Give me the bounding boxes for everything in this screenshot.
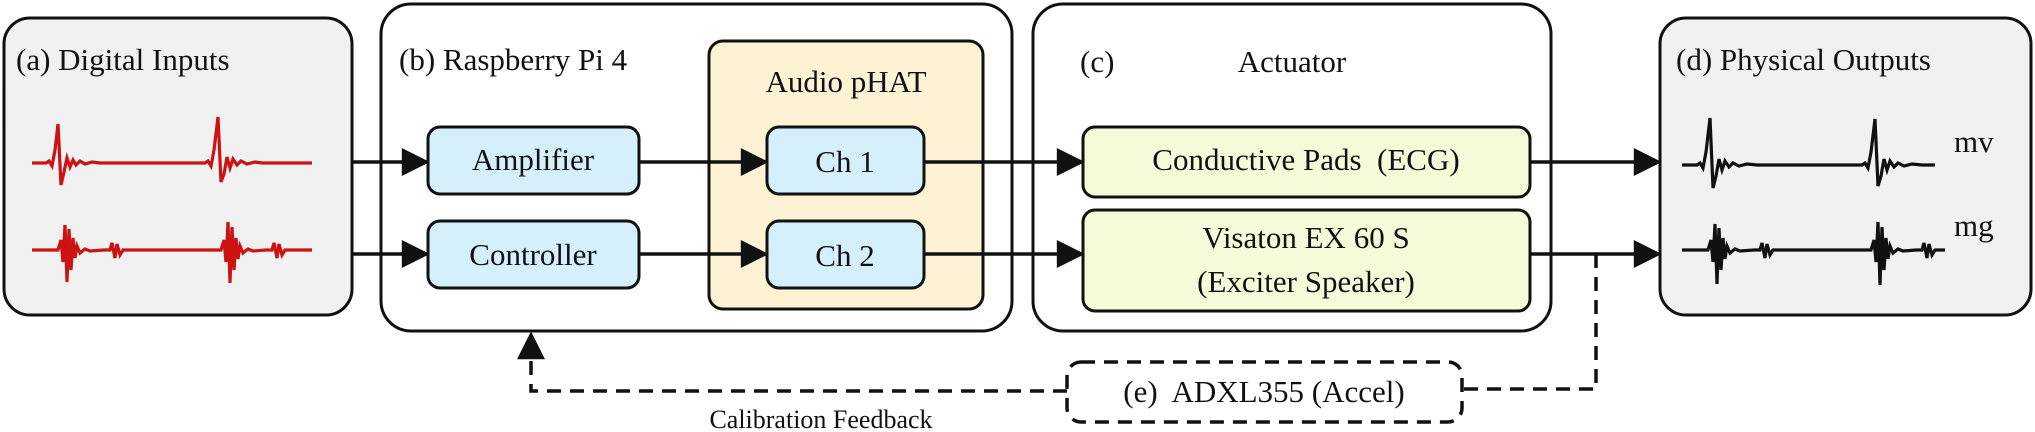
channel-2-label: Ch 2 [815, 238, 874, 273]
calibration-feedback-label: Calibration Feedback [709, 405, 932, 432]
controller-block: Controller [426, 219, 641, 290]
actuator-letter: (c) [1080, 44, 1114, 79]
accelerometer-label: (e) ADXL355 (Accel) [1123, 374, 1404, 409]
raspberry-pi-title: (b) Raspberry Pi 4 [399, 42, 628, 77]
channel-1-label: Ch 1 [815, 144, 874, 179]
mg-unit-label: mg [1954, 208, 1994, 243]
channel-1-block: Ch 1 [765, 125, 926, 196]
digital-inputs-title: (a) Digital Inputs [16, 42, 230, 77]
mcg-output-waveform [1682, 221, 1945, 286]
mcg-input-waveform [32, 221, 312, 284]
audio-phat-title: Audio pHAT [765, 64, 926, 99]
ecg-input-waveform [32, 116, 312, 186]
conductive-pads-block: Conductive Pads (ECG) [1081, 125, 1532, 199]
exciter-speaker-type: (Exciter Speaker) [1197, 264, 1415, 299]
amplifier-block: Amplifier [426, 125, 641, 196]
raspberry-pi-panel: (b) Raspberry Pi 4 Audio pHAT Amplifier … [379, 2, 1014, 333]
exciter-speaker-block: Visaton EX 60 S (Exciter Speaker) [1081, 208, 1532, 313]
digital-inputs-panel-frame [2, 16, 354, 317]
accelerometer-block [1065, 360, 1464, 424]
mv-unit-label: mv [1954, 124, 1994, 159]
physical-outputs-title: (d) Physical Outputs [1676, 42, 1931, 77]
exciter-speaker-model: Visaton EX 60 S [1202, 220, 1409, 255]
physical-outputs-panel: (d) Physical Outputs mv mg [1658, 16, 2033, 317]
conductive-pads-label: Conductive Pads (ECG) [1152, 142, 1459, 177]
digital-inputs-panel: (a) Digital Inputs [2, 16, 354, 317]
actuator-panel: (c) Actuator Conductive Pads (ECG) Visat… [1031, 2, 1553, 333]
controller-label: Controller [469, 237, 597, 272]
amplifier-label: Amplifier [472, 142, 595, 177]
actuator-title: Actuator [1238, 44, 1347, 79]
calibration-feedback-loop: (e) ADXL355 (Accel) Calibration Feedback [517, 254, 1598, 432]
feedback-return-line [517, 331, 1067, 393]
channel-2-block: Ch 2 [765, 219, 926, 290]
ecg-output-waveform [1682, 117, 1935, 189]
